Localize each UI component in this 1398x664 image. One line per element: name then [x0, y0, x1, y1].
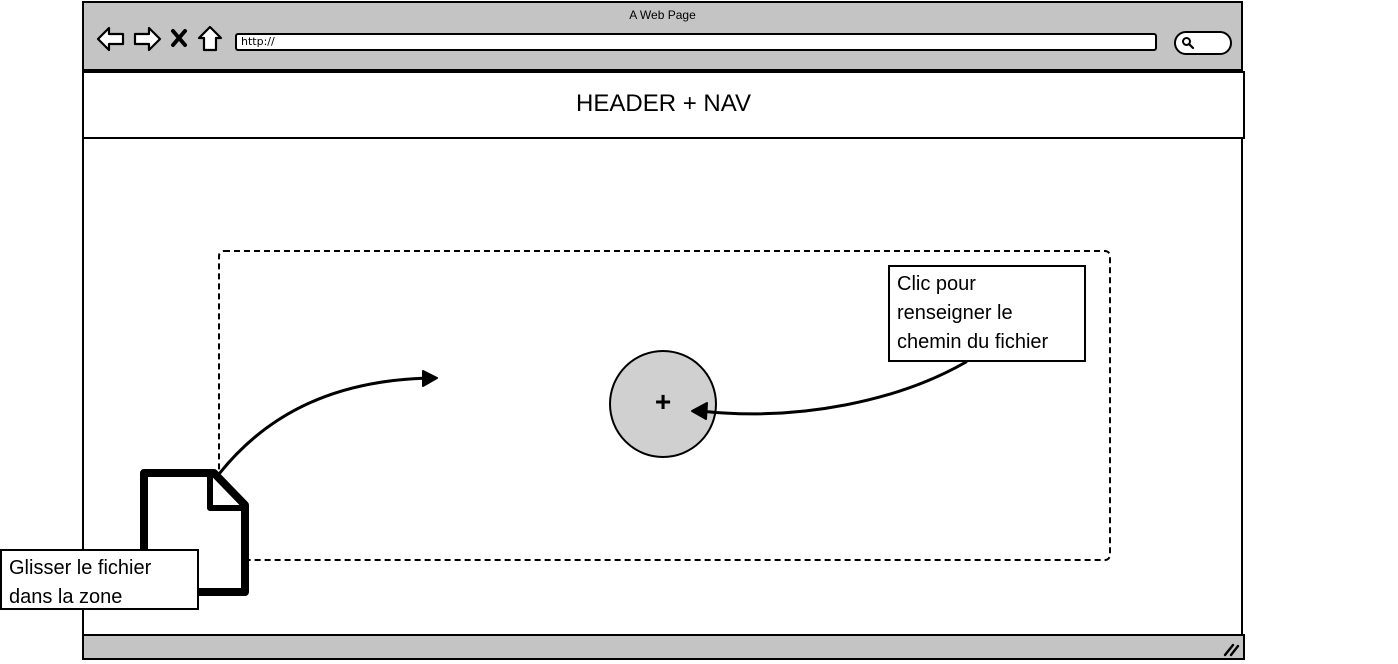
add-file-button[interactable]: + [609, 350, 717, 458]
url-input[interactable]: http:// [235, 33, 1157, 51]
stop-button[interactable] [168, 25, 190, 53]
arrow-left-icon [96, 26, 125, 52]
forward-button[interactable] [132, 25, 162, 53]
search-icon [1182, 37, 1195, 50]
file-drop-zone[interactable] [218, 250, 1111, 561]
click-arrow [691, 360, 968, 420]
drag-annotation: Glisser le fichier dans la zone [0, 549, 199, 610]
arrow-right-icon [133, 26, 162, 52]
browser-titlebar: A Web Page [84, 3, 1241, 71]
home-button[interactable] [196, 25, 224, 53]
home-icon [197, 25, 223, 52]
close-icon [171, 29, 187, 47]
browser-statusbar [82, 634, 1245, 660]
drag-arrow [217, 370, 438, 476]
search-input[interactable] [1174, 31, 1232, 55]
resize-grip-icon[interactable] [1221, 639, 1241, 657]
back-button[interactable] [96, 25, 126, 53]
click-annotation: Clic pour renseigner le chemin du fichie… [888, 265, 1086, 362]
window-title: A Web Page [629, 8, 696, 22]
header-nav-placeholder: HEADER + NAV [82, 71, 1245, 139]
